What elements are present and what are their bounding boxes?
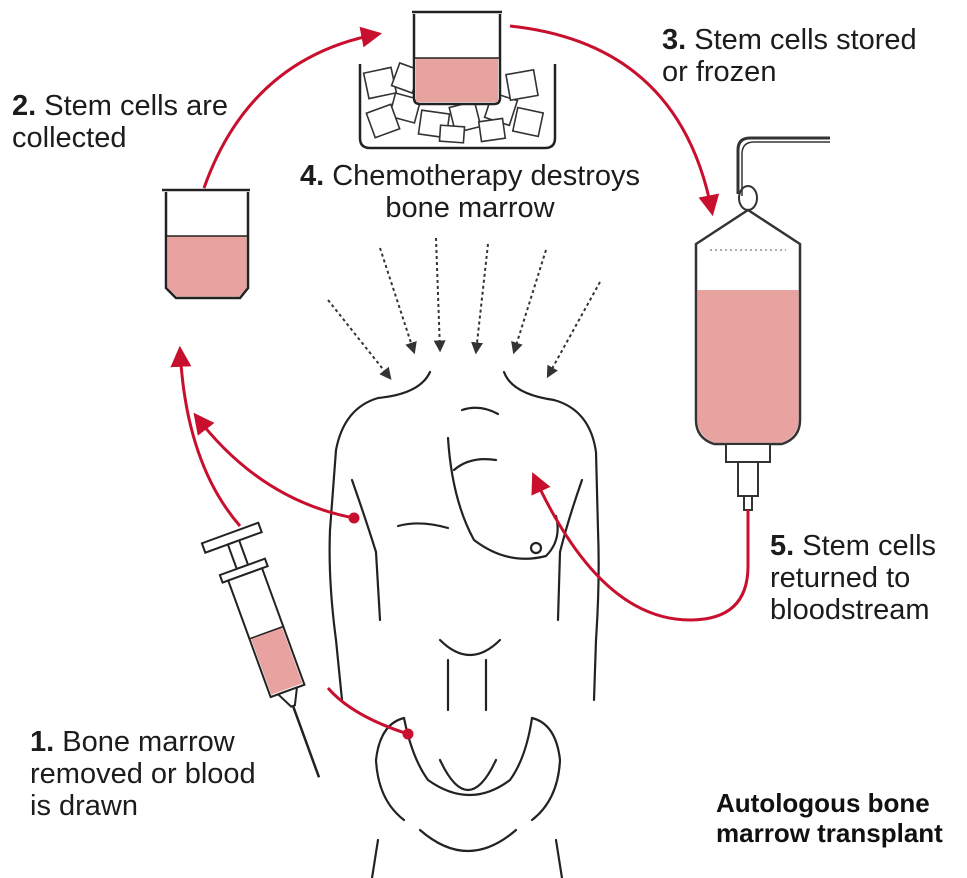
iv-bag <box>696 138 830 510</box>
diagram-caption: Autologous bone marrow transplant <box>716 788 956 848</box>
step-2-label: 2. Stem cells are collected <box>12 90 252 154</box>
arrow-body-to-collection <box>196 416 354 518</box>
collection-beaker <box>162 190 250 298</box>
step-3-label: 3. Stem cells stored or frozen <box>662 24 932 88</box>
step-1-label: 1. Bone marrow removed or blood is drawn <box>30 726 280 822</box>
chemotherapy-arrows <box>328 238 600 378</box>
arrow-ivbag-to-body <box>534 476 748 620</box>
arrow-marrow-to-syringe <box>328 688 408 734</box>
step-5-label: 5. Stem cells returned to bloodstream <box>770 530 960 626</box>
arrow-syringe-to-beaker <box>180 350 240 526</box>
ice-bath-beaker <box>360 12 555 148</box>
collected-stem-cells-fluid <box>168 236 247 297</box>
step-4-label: 4. Chemotherapy destroys bone marrow <box>290 160 650 224</box>
patient-body-outline <box>330 372 599 878</box>
iv-bag-fluid <box>698 290 799 443</box>
frozen-stem-cells-fluid <box>416 58 498 102</box>
